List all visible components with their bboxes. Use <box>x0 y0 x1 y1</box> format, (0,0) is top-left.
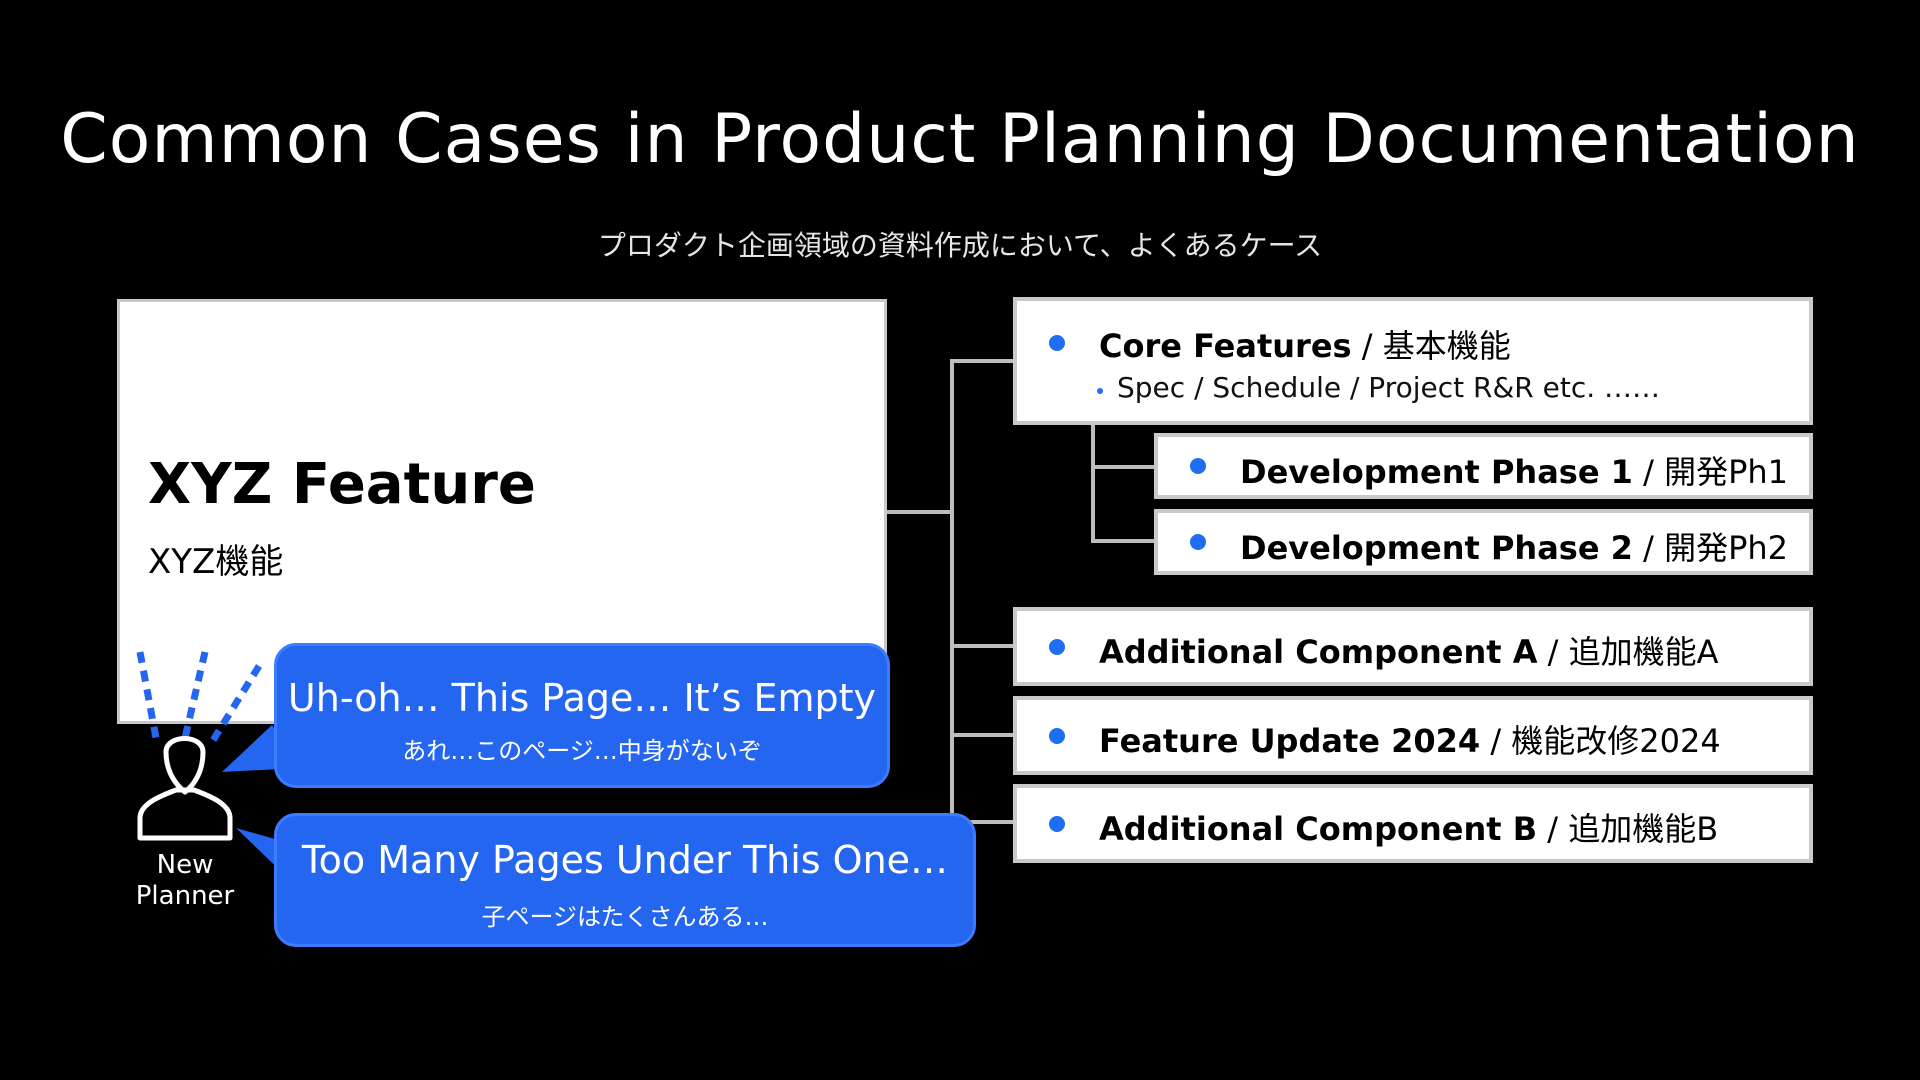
node-label: Additional Component B / 追加機能B <box>1099 804 1718 850</box>
node-label: Development Phase 1 / 開発Ph1 <box>1240 447 1788 493</box>
bubble-main-text: Too Many Pages Under This One… <box>301 838 949 882</box>
node-jp: 開発Ph2 <box>1664 529 1789 567</box>
node-title: Development Phase 2 <box>1240 529 1633 567</box>
node-feature-update-2024: Feature Update 2024 / 機能改修2024 <box>1013 696 1813 775</box>
node-title: Additional Component A <box>1099 633 1538 671</box>
new-planner-label: New Planner <box>110 850 260 912</box>
bullet-icon <box>1049 639 1065 655</box>
node-label: Core Features / 基本機能 <box>1099 321 1511 367</box>
node-title: Development Phase 1 <box>1240 453 1633 491</box>
bubble-jp-text: 子ページはたくさんある… <box>481 903 769 931</box>
speech-bubble-empty-page: Uh-oh… This Page… It’s Empty あれ…このページ…中身… <box>274 643 890 788</box>
bullet-icon <box>1049 816 1065 832</box>
node-separator: / <box>1643 529 1654 567</box>
node-jp: 開発Ph1 <box>1664 453 1789 491</box>
node-separator: / <box>1643 453 1654 491</box>
speech-bubble-too-many-pages: Too Many Pages Under This One… 子ページはたくさん… <box>274 813 976 947</box>
node-label: Development Phase 2 / 開発Ph2 <box>1240 523 1788 569</box>
node-jp: 追加機能A <box>1568 633 1719 671</box>
node-separator: / <box>1490 722 1502 760</box>
node-jp: 基本機能 <box>1382 327 1511 365</box>
node-title: Core Features <box>1099 327 1352 365</box>
surprise-lines-icon <box>136 651 262 744</box>
sub-bullet-icon <box>1097 388 1103 394</box>
bullet-icon <box>1190 458 1206 474</box>
node-additional-component-b: Additional Component B / 追加機能B <box>1013 784 1813 863</box>
node-separator: / <box>1547 633 1559 671</box>
bullet-icon <box>1190 534 1206 550</box>
bubble-main-text: Uh-oh… This Page… It’s Empty <box>287 676 877 720</box>
planner-label-line-2: Planner <box>135 881 235 911</box>
node-core-features: Core Features / 基本機能 Spec / Schedule / P… <box>1013 297 1813 425</box>
bullet-icon <box>1049 335 1065 351</box>
node-jp: 追加機能B <box>1568 810 1719 848</box>
node-title: Feature Update 2024 <box>1099 722 1481 760</box>
node-separator: / <box>1547 810 1559 848</box>
node-jp: 機能改修2024 <box>1511 722 1721 760</box>
bubble-jp-text: あれ…このページ…中身がないぞ <box>402 737 762 765</box>
feature-title: XYZ Feature <box>148 452 536 517</box>
node-label: Feature Update 2024 / 機能改修2024 <box>1099 716 1721 762</box>
page-subtitle: プロダクト企画領域の資料作成において、よくあるケース <box>597 229 1323 262</box>
planner-label-line-1: New <box>156 850 214 880</box>
node-title: Additional Component B <box>1099 810 1538 848</box>
feature-subtitle: XYZ機能 <box>148 542 284 582</box>
node-separator: / <box>1361 327 1373 365</box>
node-label: Additional Component A / 追加機能A <box>1099 627 1718 673</box>
node-additional-component-a: Additional Component A / 追加機能A <box>1013 607 1813 686</box>
node-development-phase-2: Development Phase 2 / 開発Ph2 <box>1154 509 1813 575</box>
person-icon <box>137 736 233 841</box>
node-development-phase-1: Development Phase 1 / 開発Ph1 <box>1154 433 1813 499</box>
page-title: Common Cases in Product Planning Documen… <box>60 100 1860 179</box>
node-detail: Spec / Schedule / Project R&R etc. …… <box>1117 371 1661 404</box>
bullet-icon <box>1049 728 1065 744</box>
